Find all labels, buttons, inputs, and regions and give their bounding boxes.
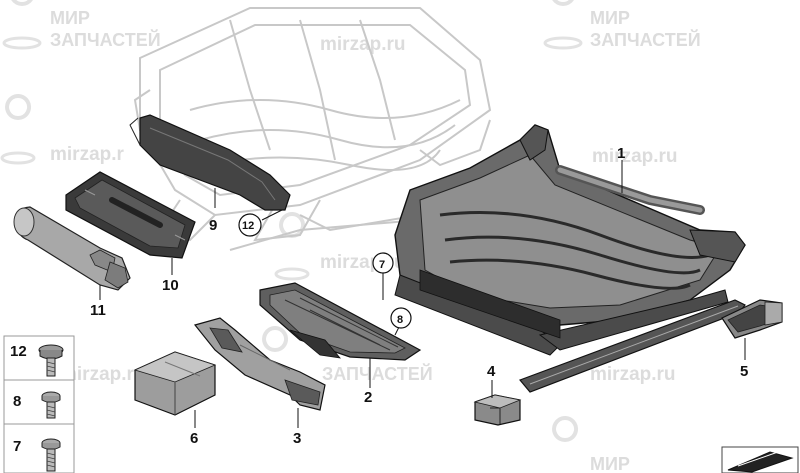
part-1-seat-frame	[394, 124, 746, 356]
watermark-top-left: МИР ЗАПЧАСТЕЙ	[2, 0, 161, 50]
callout-10: 10	[162, 277, 179, 294]
watermark-site-bottom-left: mirzap.ru	[60, 364, 146, 385]
fastener-legend: 12 8 7	[3, 335, 75, 473]
watermark-site-top: mirzap.ru	[320, 34, 406, 55]
callout-12-circle	[238, 213, 262, 237]
legend-number-7: 7	[13, 438, 21, 455]
watermark-layer: МИР ЗАПЧАСТЕЙ mirzap.ru МИР ЗАПЧАСТЕЙ mi…	[0, 0, 701, 473]
watermark-pin-icon	[552, 0, 574, 6]
watermark-brand-line1: МИР	[590, 8, 630, 28]
leader-lines	[99, 160, 746, 428]
watermark-pin-base	[2, 36, 42, 50]
callout-7-circle	[372, 252, 394, 274]
callout-12: 12	[242, 220, 254, 232]
leader-12	[261, 209, 283, 221]
callout-4: 4	[487, 363, 496, 380]
callout-2: 2	[364, 389, 372, 406]
watermark-site-mid-right: mirzap.ru	[592, 146, 678, 167]
part-4-block	[473, 394, 522, 426]
callout-11: 11	[90, 302, 106, 319]
part-11-cylinder-cover	[13, 206, 131, 291]
callout-1: 1	[617, 145, 625, 162]
watermark-pin-icon	[262, 326, 289, 352]
callout-7: 7	[379, 259, 385, 271]
watermark-pin-icon	[5, 94, 32, 120]
watermark-pin-icon	[11, 0, 33, 6]
callout-5: 5	[740, 363, 748, 380]
callout-8-circle	[390, 307, 412, 329]
part-3-trim-strip	[193, 317, 326, 411]
bolt-7-icon	[41, 438, 61, 472]
watermark-site-mid-left: mirzap.r	[50, 144, 125, 165]
reference-arrow-icon	[727, 451, 794, 473]
watermark-brand-line2: ЗАПЧАСТЕЙ	[322, 363, 433, 384]
watermark-mid-left: mirzap.r	[0, 94, 125, 165]
watermark-pin-icon	[552, 416, 579, 442]
watermark-brand-line2: ЗАПЧАСТЕЙ	[50, 29, 161, 50]
bolt-12-icon	[38, 344, 64, 377]
callout-9: 9	[209, 217, 217, 234]
watermark-pin-icon	[279, 212, 306, 238]
part-9-trim-panel	[129, 114, 291, 211]
bolt-8-icon	[41, 391, 61, 419]
watermark-brand-line1: МИР	[50, 8, 90, 28]
part-2-pan	[259, 282, 422, 361]
watermark-site-bottom-right: mirzap.ru	[590, 364, 676, 385]
legend-number-8: 8	[13, 393, 21, 410]
watermark-pin-base	[0, 151, 36, 165]
reference-diagram-box	[721, 446, 799, 473]
part-5-end-cap	[721, 299, 783, 339]
watermark-top-right: МИР ЗАПЧАСТЕЙ	[543, 0, 701, 50]
callout-labels: 1 2 3 4 5 6 7 8 9 10 11 12	[90, 145, 748, 447]
legend-row-8	[3, 379, 75, 425]
part-6-pad	[133, 351, 217, 416]
watermark-brand-line1: МИР	[590, 454, 630, 473]
callout-6: 6	[190, 430, 198, 447]
watermark-pin-base	[543, 36, 583, 50]
legend-row-7	[3, 423, 75, 473]
watermark-bottom-center: ЗАПЧАСТЕЙ	[262, 326, 433, 384]
watermark-brand-line2: ЗАПЧАСТЕЙ	[590, 29, 701, 50]
watermark-bottom-right: МИР	[552, 416, 630, 473]
part-10-holder	[65, 171, 196, 259]
legend-number-12: 12	[10, 343, 27, 360]
callout-3: 3	[293, 430, 301, 447]
watermark-pin-base	[274, 267, 310, 281]
ghost-seat-frame	[133, 7, 492, 251]
watermark-center	[274, 212, 310, 281]
callout-8: 8	[397, 314, 403, 326]
